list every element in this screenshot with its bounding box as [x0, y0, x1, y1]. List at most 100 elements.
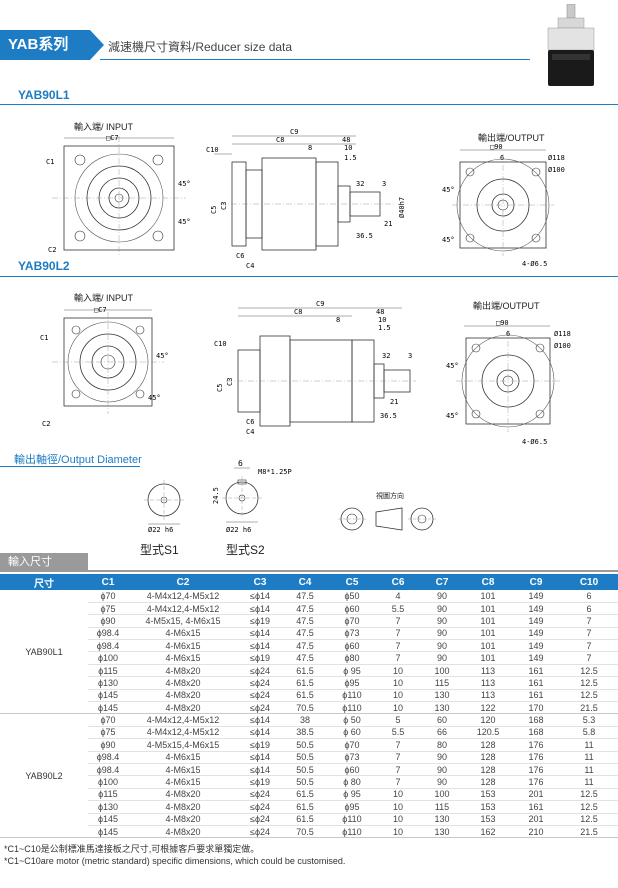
col-header: C4	[282, 574, 328, 590]
svg-text:8: 8	[336, 316, 340, 324]
col-header: C2	[128, 574, 238, 590]
table-cell: 12.5	[560, 800, 618, 814]
table-cell: 21.5	[560, 701, 618, 715]
svg-text:C4: C4	[246, 428, 254, 436]
table-cell: 161	[512, 676, 560, 690]
svg-text:6: 6	[238, 459, 243, 468]
table-cell: 5	[376, 713, 420, 727]
table-cell: 11	[560, 738, 618, 752]
table-cell: 90	[420, 751, 464, 764]
table-cell: ϕ145	[88, 689, 128, 703]
table-cell: ≤ϕ24	[238, 689, 282, 703]
table-cell: 101	[464, 590, 512, 603]
table-cell: 149	[512, 651, 560, 665]
table-cell: 90	[420, 775, 464, 789]
table-cell: 10	[376, 689, 420, 703]
input-view-label-l1: 輸入端/ INPUT	[74, 122, 134, 132]
col-header: C7	[420, 574, 464, 590]
table-cell: 176	[512, 738, 560, 752]
svg-text:□C7: □C7	[106, 134, 119, 142]
table-cell: 122	[464, 701, 512, 715]
table-cell: ϕ 95	[328, 788, 376, 802]
table-cell: 4-M5x15, 4-M6x15	[128, 614, 238, 628]
table-cell: 7	[560, 651, 618, 665]
table-cell: 201	[512, 813, 560, 826]
svg-text:36.5: 36.5	[356, 232, 373, 240]
table-cell: 4-M4x12,4-M5x12	[128, 602, 238, 616]
input-flange-drawing-l1: □C7 C1 C2 45° 45°	[44, 132, 194, 258]
table-cell: 10	[376, 676, 420, 690]
svg-text:C1: C1	[40, 334, 48, 342]
svg-text:Ø100: Ø100	[554, 342, 571, 350]
table-cell: ≤ϕ24	[238, 800, 282, 814]
view-direction-label: 視圖方向	[376, 493, 404, 500]
table-cell: 4	[376, 590, 420, 603]
table-cell: ϕ73	[328, 751, 376, 764]
model-label-l1: YAB90L1	[18, 88, 70, 102]
table-cell: 101	[464, 651, 512, 665]
svg-text:45°: 45°	[156, 352, 169, 360]
svg-text:□C7: □C7	[94, 306, 107, 314]
table-cell: 6	[560, 590, 618, 603]
table-cell: 170	[512, 701, 560, 715]
table-cell: ϕ145	[88, 813, 128, 826]
table-cell: 4-M8x20	[128, 664, 238, 678]
table-cell: 4-M6x15	[128, 651, 238, 665]
table-cell: ϕ50	[328, 590, 376, 603]
table-cell: 61.5	[282, 800, 328, 814]
table-cell: 161	[512, 664, 560, 678]
table-cell: 161	[512, 689, 560, 703]
table-cell: 4-M8x20	[128, 813, 238, 826]
table-cell: ϕ60	[328, 763, 376, 777]
table-cell: 12.5	[560, 664, 618, 678]
model-label-l2: YAB90L2	[18, 259, 70, 273]
style-s1-label: 型式S1	[140, 543, 179, 557]
view-direction-drawing	[338, 502, 436, 536]
svg-text:C5: C5	[210, 206, 218, 214]
table-cell: ϕ98.4	[88, 763, 128, 777]
table-cell: 10	[376, 788, 420, 802]
svg-text:45°: 45°	[178, 180, 191, 188]
table-cell: 11	[560, 763, 618, 777]
input-flange-drawing-l2: □C7 C1 C2 45° 45°	[38, 304, 178, 428]
section-divider-l2	[0, 276, 618, 277]
table-cell: ϕ95	[328, 676, 376, 690]
table-cell: 61.5	[282, 664, 328, 678]
col-header: C8	[464, 574, 512, 590]
table-cell: 7	[376, 639, 420, 653]
svg-text:C6: C6	[246, 418, 254, 426]
table-cell: ϕ98.4	[88, 751, 128, 764]
table-cell: 113	[464, 664, 512, 678]
table-cell: ϕ70	[328, 614, 376, 628]
output-view-label-l1: 輸出端/OUTPUT	[478, 133, 545, 143]
svg-text:C6: C6	[236, 252, 244, 260]
table-cell: 90	[420, 602, 464, 616]
svg-text:4-Ø6.5: 4-Ø6.5	[522, 438, 547, 446]
series-badge: YAB系列	[0, 30, 104, 60]
table-cell: ϕ 60	[328, 726, 376, 740]
table-cell: 162	[464, 825, 512, 839]
table-cell: 153	[464, 800, 512, 814]
table-cell: ϕ70	[88, 713, 128, 727]
svg-text:1.5: 1.5	[378, 324, 391, 332]
table-cell: ≤ϕ14	[238, 763, 282, 777]
table-cell: ≤ϕ14	[238, 751, 282, 764]
table-cell: ϕ75	[88, 602, 128, 616]
table-cell: 4-M5x15,4-M6x15	[128, 738, 238, 752]
svg-text:1.5: 1.5	[344, 154, 357, 162]
table-cell: 7	[376, 627, 420, 641]
page-title: 減速機尺寸資料/Reducer size data	[108, 40, 293, 54]
table-cell: 4-M8x20	[128, 701, 238, 715]
svg-text:45°: 45°	[446, 412, 459, 420]
table-cell: 101	[464, 602, 512, 616]
svg-text:C1: C1	[46, 158, 54, 166]
table-cell: 130	[420, 825, 464, 839]
table-cell: ϕ100	[88, 651, 128, 665]
table-cell: 47.5	[282, 602, 328, 616]
output-diameter-title: 輸出軸徑/Output Diameter	[14, 454, 142, 466]
table-cell: 7	[560, 614, 618, 628]
table-cell: 201	[512, 788, 560, 802]
table-cell: 10	[376, 825, 420, 839]
